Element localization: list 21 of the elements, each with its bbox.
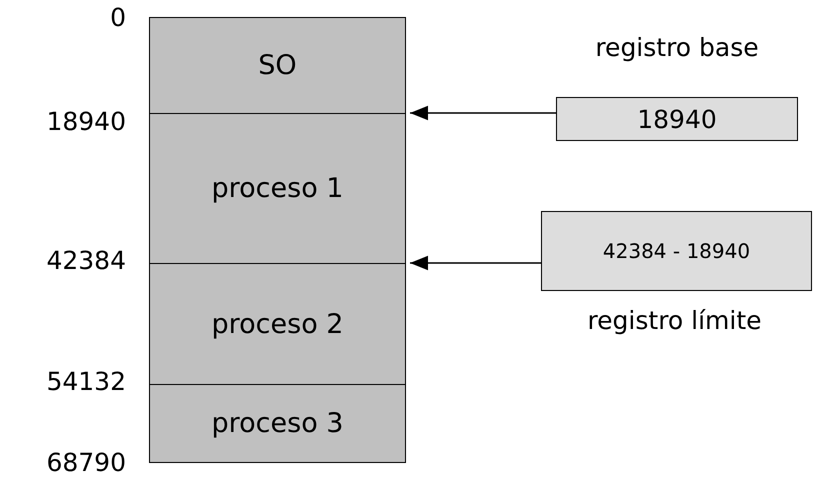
register-caption: registro base xyxy=(594,33,760,62)
memory-segment xyxy=(149,17,406,114)
memory-segment xyxy=(149,113,406,264)
node-label: 18940 xyxy=(637,104,717,134)
memory-segment xyxy=(149,384,406,463)
register-box xyxy=(556,97,798,141)
node-label: proceso 2 xyxy=(212,308,344,340)
node-label: 42384 - 18940 xyxy=(602,239,750,263)
address-label: 42384 xyxy=(45,246,126,275)
arrow xyxy=(410,256,541,270)
memory-segment xyxy=(149,263,406,385)
address-label: 18940 xyxy=(45,107,126,136)
register-caption: registro límite xyxy=(586,306,763,335)
node-label: proceso 3 xyxy=(212,408,344,439)
node-label: proceso 1 xyxy=(212,173,344,204)
register-box xyxy=(541,211,812,291)
address-label: 0 xyxy=(109,3,126,32)
node-label: SO xyxy=(258,50,297,81)
address-label: 54132 xyxy=(45,367,126,396)
arrow xyxy=(410,106,556,120)
address-label: 68790 xyxy=(45,448,126,477)
